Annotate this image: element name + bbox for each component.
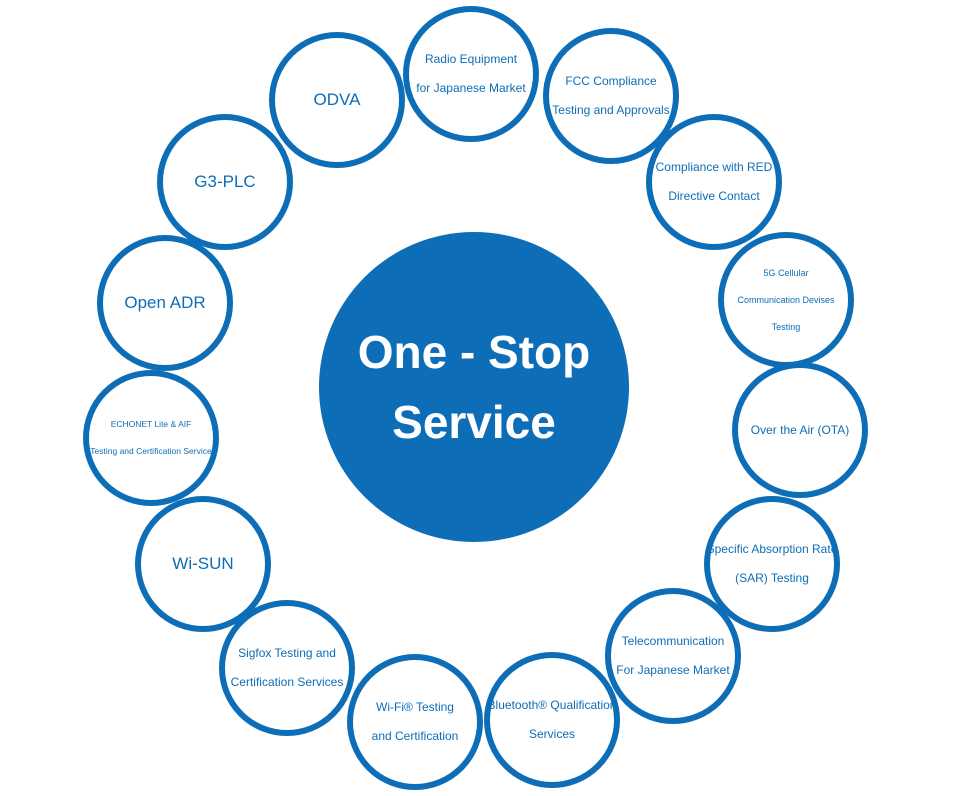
service-label: Compliance with RED: [655, 160, 773, 174]
service-label: FCC Compliance: [565, 74, 657, 88]
service-label: Radio Equipment: [424, 52, 518, 66]
hub-title-line-2: Service: [392, 396, 556, 448]
hub-title-line-1: One - Stop: [357, 326, 591, 378]
service-label: Wi-Fi® Testing: [376, 700, 454, 714]
service-node-sigfox: Sigfox Testing and Certification Service…: [219, 600, 355, 736]
service-label: For Japanese Market: [616, 663, 730, 677]
service-label: 5G Cellular: [763, 267, 809, 278]
service-label: Sigfox Testing and: [238, 646, 336, 660]
service-label: Testing: [771, 321, 801, 332]
service-label: Telecommunication: [621, 634, 725, 648]
service-label: Testing and Certification Service: [90, 446, 212, 456]
service-node-odva: ODVA: [269, 32, 405, 168]
service-label: and Certification: [371, 729, 459, 743]
service-node-open-adr: Open ADR: [97, 235, 233, 371]
service-node-5g-cellular: 5G Cellular Communication Devises Testin…: [718, 232, 854, 368]
service-label: Wi-SUN: [172, 554, 234, 573]
service-label: Specific Absorption Rate: [706, 542, 838, 556]
service-label: Testing and Approvals: [552, 103, 670, 117]
service-label: Services: [528, 727, 575, 741]
service-node-wi-sun: Wi-SUN: [135, 496, 271, 632]
service-label: (SAR) Testing: [735, 571, 809, 585]
service-node-over-the-air: Over the Air (OTA): [732, 362, 868, 498]
service-label: G3-PLC: [194, 172, 256, 191]
service-label: for Japanese Market: [416, 81, 526, 95]
service-label: Over the Air (OTA): [750, 422, 850, 437]
service-label: ECHONET Lite & AIF: [110, 419, 192, 429]
service-label: Bluetooth® Qualification: [487, 698, 617, 712]
service-label: ODVA: [313, 90, 361, 109]
service-node-echonet-lite: ECHONET Lite & AIF Testing and Certifica…: [83, 370, 219, 506]
one-stop-service-hub: One - Stop Service: [319, 232, 629, 542]
service-node-radio-equipment-japan: Radio Equipment for Japanese Market: [403, 6, 539, 142]
service-node-fcc-compliance: FCC Compliance Testing and Approvals: [543, 28, 679, 164]
service-node-bluetooth-qualification: Bluetooth® Qualification Services: [484, 652, 620, 788]
service-node-g3-plc: G3-PLC: [157, 114, 293, 250]
service-node-telecommunication-japan: Telecommunication For Japanese Market: [605, 588, 741, 724]
service-node-wifi-testing: Wi-Fi® Testing and Certification: [347, 654, 483, 790]
service-node-red-directive: Compliance with RED Directive Contact: [646, 114, 782, 250]
service-node-sar-testing: Specific Absorption Rate (SAR) Testing: [704, 496, 840, 632]
service-label: Directive Contact: [668, 189, 760, 203]
service-label: Certification Services: [230, 675, 344, 689]
service-label: Open ADR: [124, 293, 206, 312]
service-label: Communication Devises: [737, 294, 835, 305]
